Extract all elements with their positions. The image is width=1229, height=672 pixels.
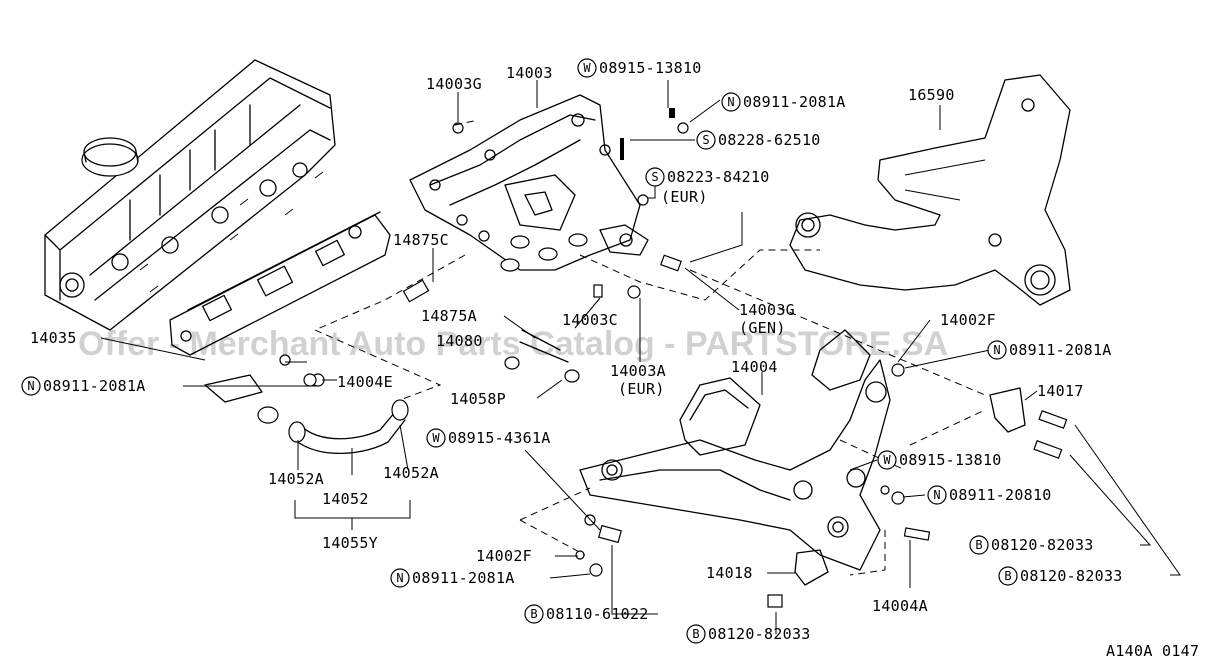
label-14003a: 14003A (610, 362, 666, 380)
prefix-s: S (651, 170, 658, 184)
prefix-b: B (975, 538, 982, 552)
label-n08911-2081a-top: 08911-2081A (743, 93, 846, 111)
air-tube-drawing (204, 354, 409, 455)
part-labels: 14003G 14003 08915-13810 08911-2081A 082… (30, 59, 1199, 660)
label-n08911-2081a-right: 08911-2081A (1009, 341, 1112, 359)
label-w08915-13810-top: 08915-13810 (599, 59, 702, 77)
label-14052a-left: 14052A (268, 470, 324, 488)
prefix-markers: W N S S N N W W N B B N B B (21, 58, 1018, 644)
prefix-n: N (933, 488, 940, 502)
label-14003g-gen: 14003G (739, 301, 795, 319)
label-b08110-61022: 08110-61022 (546, 605, 649, 623)
prefix-n: N (993, 343, 1000, 357)
label-14017: 14017 (1037, 382, 1084, 400)
label-b08120-82033-bottom: 08120-82033 (708, 625, 811, 643)
watermark-text: Offer - Merchant Auto Parts Catalog - PA… (78, 325, 948, 363)
label-eur-1: (EUR) (661, 188, 708, 206)
label-14002f-right: 14002F (940, 311, 996, 329)
label-14018: 14018 (706, 564, 753, 582)
prefix-b: B (530, 607, 537, 621)
prefix-w: W (883, 453, 891, 467)
leader-lines (100, 80, 1181, 634)
label-14055y: 14055Y (322, 534, 378, 552)
label-14002f-bottom: 14002F (476, 547, 532, 565)
label-14003c: 14003C (562, 311, 618, 329)
label-b08120-82033-b: 08120-82033 (1020, 567, 1123, 585)
prefix-w: W (432, 431, 440, 445)
label-16590: 16590 (908, 86, 955, 104)
label-gen: (GEN) (739, 319, 786, 337)
prefix-n: N (396, 571, 403, 585)
label-14080: 14080 (436, 332, 483, 350)
label-14052a-right: 14052A (383, 464, 439, 482)
figure-code: A140A 0147 (1106, 642, 1199, 660)
prefix-n: N (27, 379, 34, 393)
label-14004a: 14004A (872, 597, 928, 615)
prefix-n: N (727, 95, 734, 109)
prefix-w: W (583, 61, 591, 75)
label-n08911-20810: 08911-20810 (949, 486, 1052, 504)
label-w08915-4361a: 08915-4361A (448, 429, 551, 447)
label-n08911-2081a-bottom: 08911-2081A (412, 569, 515, 587)
label-14058p: 14058P (450, 390, 506, 408)
cylinder-head-drawing (44, 59, 336, 331)
label-b08120-82033-a: 08120-82033 (991, 536, 1094, 554)
label-s08223-84210: 08223-84210 (667, 168, 770, 186)
exhaust-manifold-drawing (579, 329, 891, 571)
label-14035: 14035 (30, 329, 77, 347)
label-s08228-62510: 08228-62510 (718, 131, 821, 149)
label-14052: 14052 (322, 490, 369, 508)
prefix-b: B (692, 627, 699, 641)
label-w08915-13810-mid: 08915-13810 (899, 451, 1002, 469)
label-14875c: 14875C (393, 231, 449, 249)
label-14004e: 14004E (337, 373, 393, 391)
manifold-gasket-drawing (169, 211, 391, 356)
intake-manifold-drawing (409, 94, 649, 272)
label-n08911-2081a-left: 08911-2081A (43, 377, 146, 395)
dashed-guide-lines (313, 249, 986, 576)
fasteners-drawing (303, 108, 1068, 608)
prefix-s: S (702, 133, 709, 147)
label-14003g-top: 14003G (426, 75, 482, 93)
prefix-b: B (1004, 569, 1011, 583)
label-14004: 14004 (731, 358, 778, 376)
label-eur-2: (EUR) (618, 380, 665, 398)
label-14875a: 14875A (421, 307, 477, 325)
label-14003: 14003 (506, 64, 553, 82)
heat-shield-drawing (789, 74, 1071, 306)
